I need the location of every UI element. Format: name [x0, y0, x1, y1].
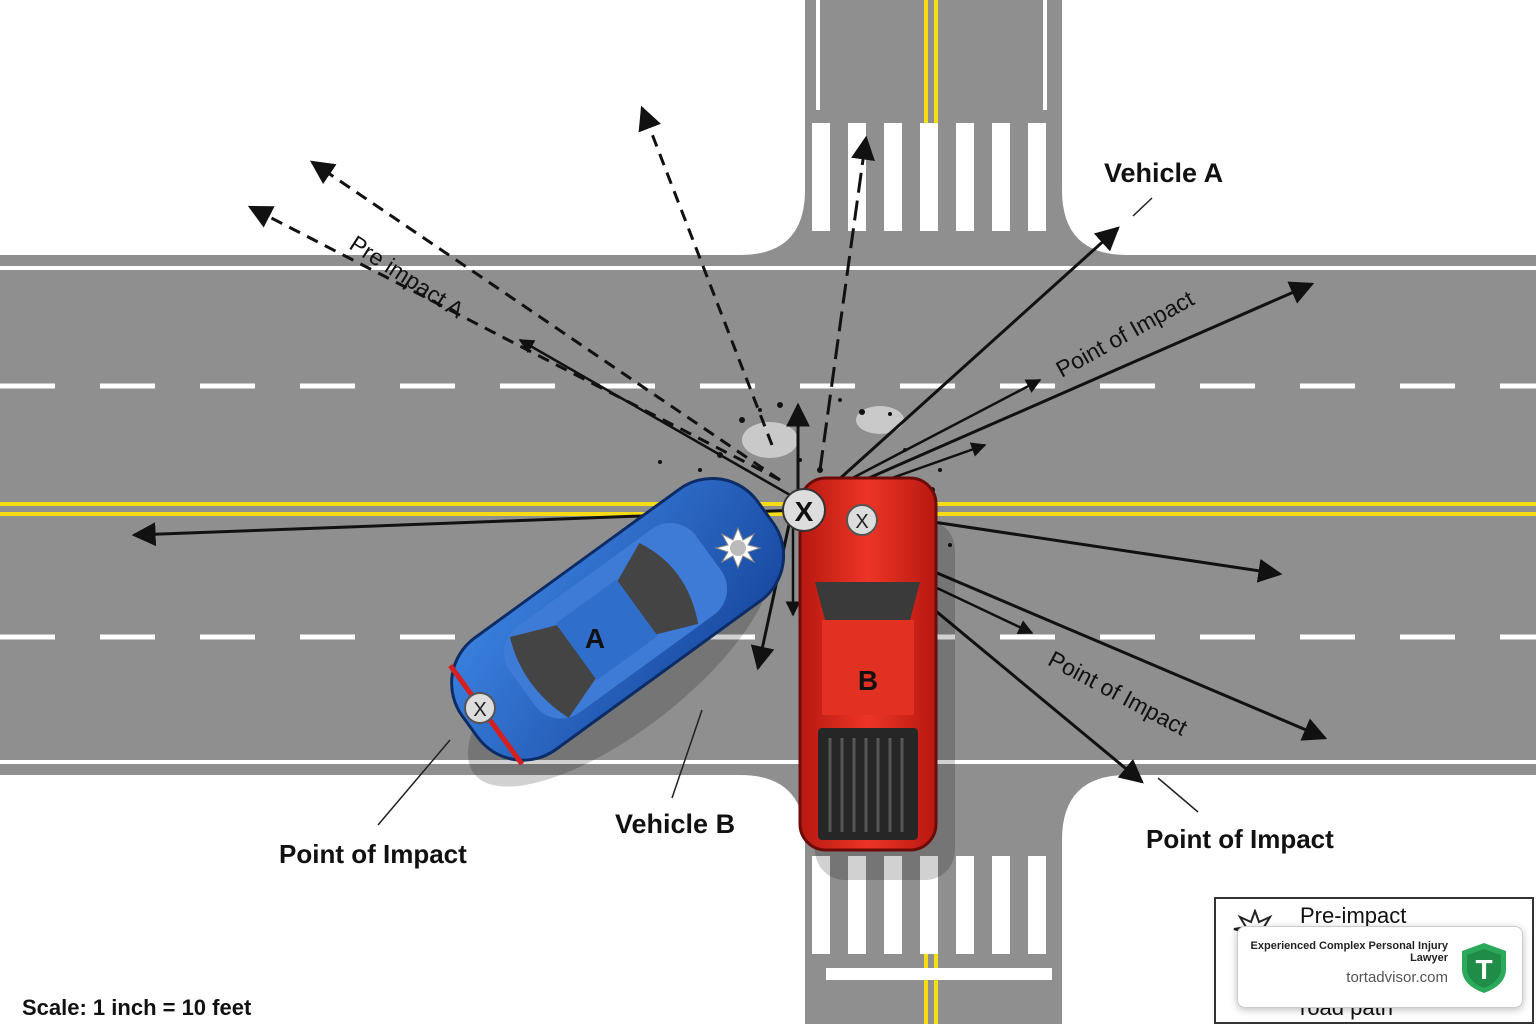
- stop-bar-bottom: [826, 968, 1052, 980]
- car-a-letter: A: [585, 623, 605, 654]
- badge-site-link[interactable]: tortadvisor.com: [1346, 969, 1448, 986]
- crosswalk-bottom: [812, 856, 1046, 954]
- label-point-of-impact-right: Point of Impact: [1146, 824, 1334, 854]
- crosswalk-top: [812, 123, 1046, 231]
- badge-title: Experienced Complex Personal Injury Lawy…: [1250, 940, 1448, 964]
- curb-corner-bl: [740, 775, 805, 840]
- label-point-of-impact-left: Point of Impact: [279, 839, 467, 869]
- svg-text:X: X: [473, 699, 486, 721]
- trajectory-arrows: [131, 105, 1328, 784]
- promo-badge[interactable]: Experienced Complex Personal Injury Lawy…: [1237, 926, 1523, 1008]
- label-vehicle-b: Vehicle B: [615, 809, 736, 839]
- burst-icon: [714, 526, 762, 570]
- scale-label: Scale: 1 inch = 10 feet: [22, 995, 252, 1020]
- debris-field: [658, 398, 952, 547]
- impact-marker-main: X: [782, 488, 826, 532]
- svg-text:T: T: [1475, 954, 1492, 985]
- svg-text:X: X: [855, 511, 868, 533]
- curb-corner-br: [1062, 775, 1127, 840]
- vehicle-a: [448, 476, 786, 766]
- curb-corner-tl: [740, 190, 805, 255]
- car-b-letter: B: [858, 665, 878, 696]
- leader-lines: [377, 197, 1199, 826]
- impact-marker-b: X: [846, 504, 878, 536]
- label-vehicle-a: Vehicle A: [1104, 158, 1224, 188]
- shield-logo-icon: T: [1462, 943, 1506, 993]
- vehicle-b: [798, 476, 938, 852]
- svg-text:X: X: [795, 496, 814, 527]
- impact-marker-a: X: [464, 692, 496, 724]
- curb-corner-tr: [1062, 190, 1127, 255]
- legend-item-pre-impact: Pre-impact: [1300, 903, 1407, 928]
